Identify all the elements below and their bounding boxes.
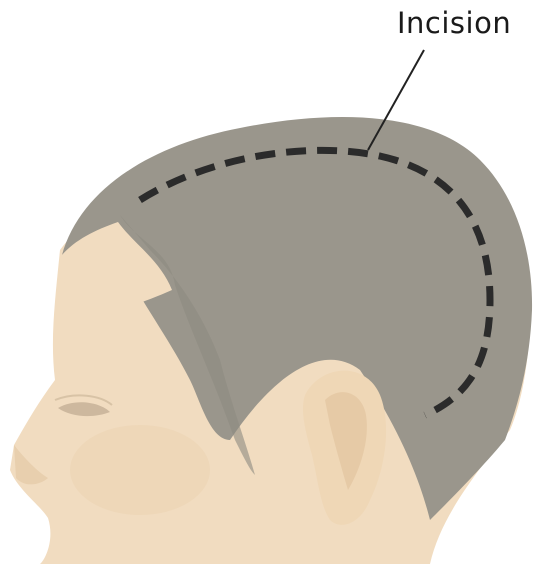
cheek bbox=[70, 425, 210, 515]
incision-label: Incision bbox=[397, 6, 511, 40]
